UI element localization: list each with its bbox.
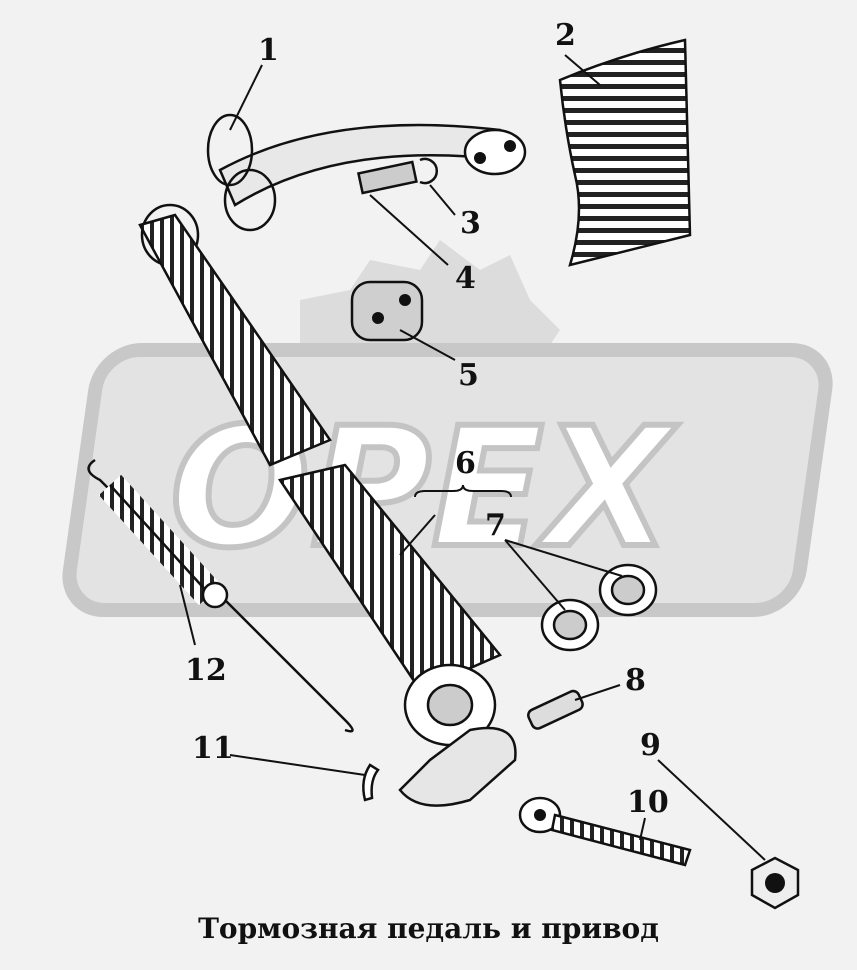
pin-8 bbox=[527, 689, 584, 730]
pedal-arm-upper bbox=[138, 113, 527, 467]
part-label-9: 9 bbox=[640, 728, 661, 763]
pedal-pad-shape bbox=[558, 38, 692, 267]
pedal-arm-lower bbox=[277, 463, 517, 807]
part-label-6: 6 bbox=[455, 446, 476, 481]
part-label-2: 2 bbox=[555, 18, 576, 53]
bolt-assembly bbox=[356, 157, 438, 195]
bracket-loop-1 bbox=[206, 113, 254, 187]
pedal-lever bbox=[398, 726, 517, 807]
cotter-pin-11 bbox=[362, 763, 380, 802]
spring-12 bbox=[87, 458, 354, 733]
part-label-12: 12 bbox=[185, 653, 227, 688]
bracket-loop-2 bbox=[223, 168, 277, 232]
part-label-1: 1 bbox=[258, 33, 279, 68]
pedal-arm-upper-shaft bbox=[138, 213, 332, 467]
bolt-4 bbox=[356, 160, 418, 195]
pedal-arm-end-plate bbox=[463, 128, 527, 176]
block-5 bbox=[350, 280, 424, 342]
bushings-7 bbox=[540, 563, 658, 652]
eye-bolt-10 bbox=[518, 796, 692, 867]
part-label-3: 3 bbox=[460, 206, 481, 241]
part-label-5: 5 bbox=[458, 358, 479, 393]
watermark-gear bbox=[300, 240, 560, 360]
part-label-4: 4 bbox=[455, 261, 476, 296]
leader-lines bbox=[179, 54, 766, 861]
part-label-10: 10 bbox=[627, 785, 669, 820]
part-label-11: 11 bbox=[192, 731, 234, 766]
part-label-8: 8 bbox=[625, 663, 646, 698]
pedal-pad bbox=[558, 38, 692, 267]
part-labels: 1 2 3 4 5 6 7 8 9 10 11 12 bbox=[185, 18, 669, 820]
diagram-caption: Тормозная педаль и привод bbox=[198, 912, 659, 945]
watermark-text: OPEX bbox=[170, 392, 678, 584]
washer-3 bbox=[419, 157, 438, 185]
part-label-7: 7 bbox=[485, 508, 506, 543]
